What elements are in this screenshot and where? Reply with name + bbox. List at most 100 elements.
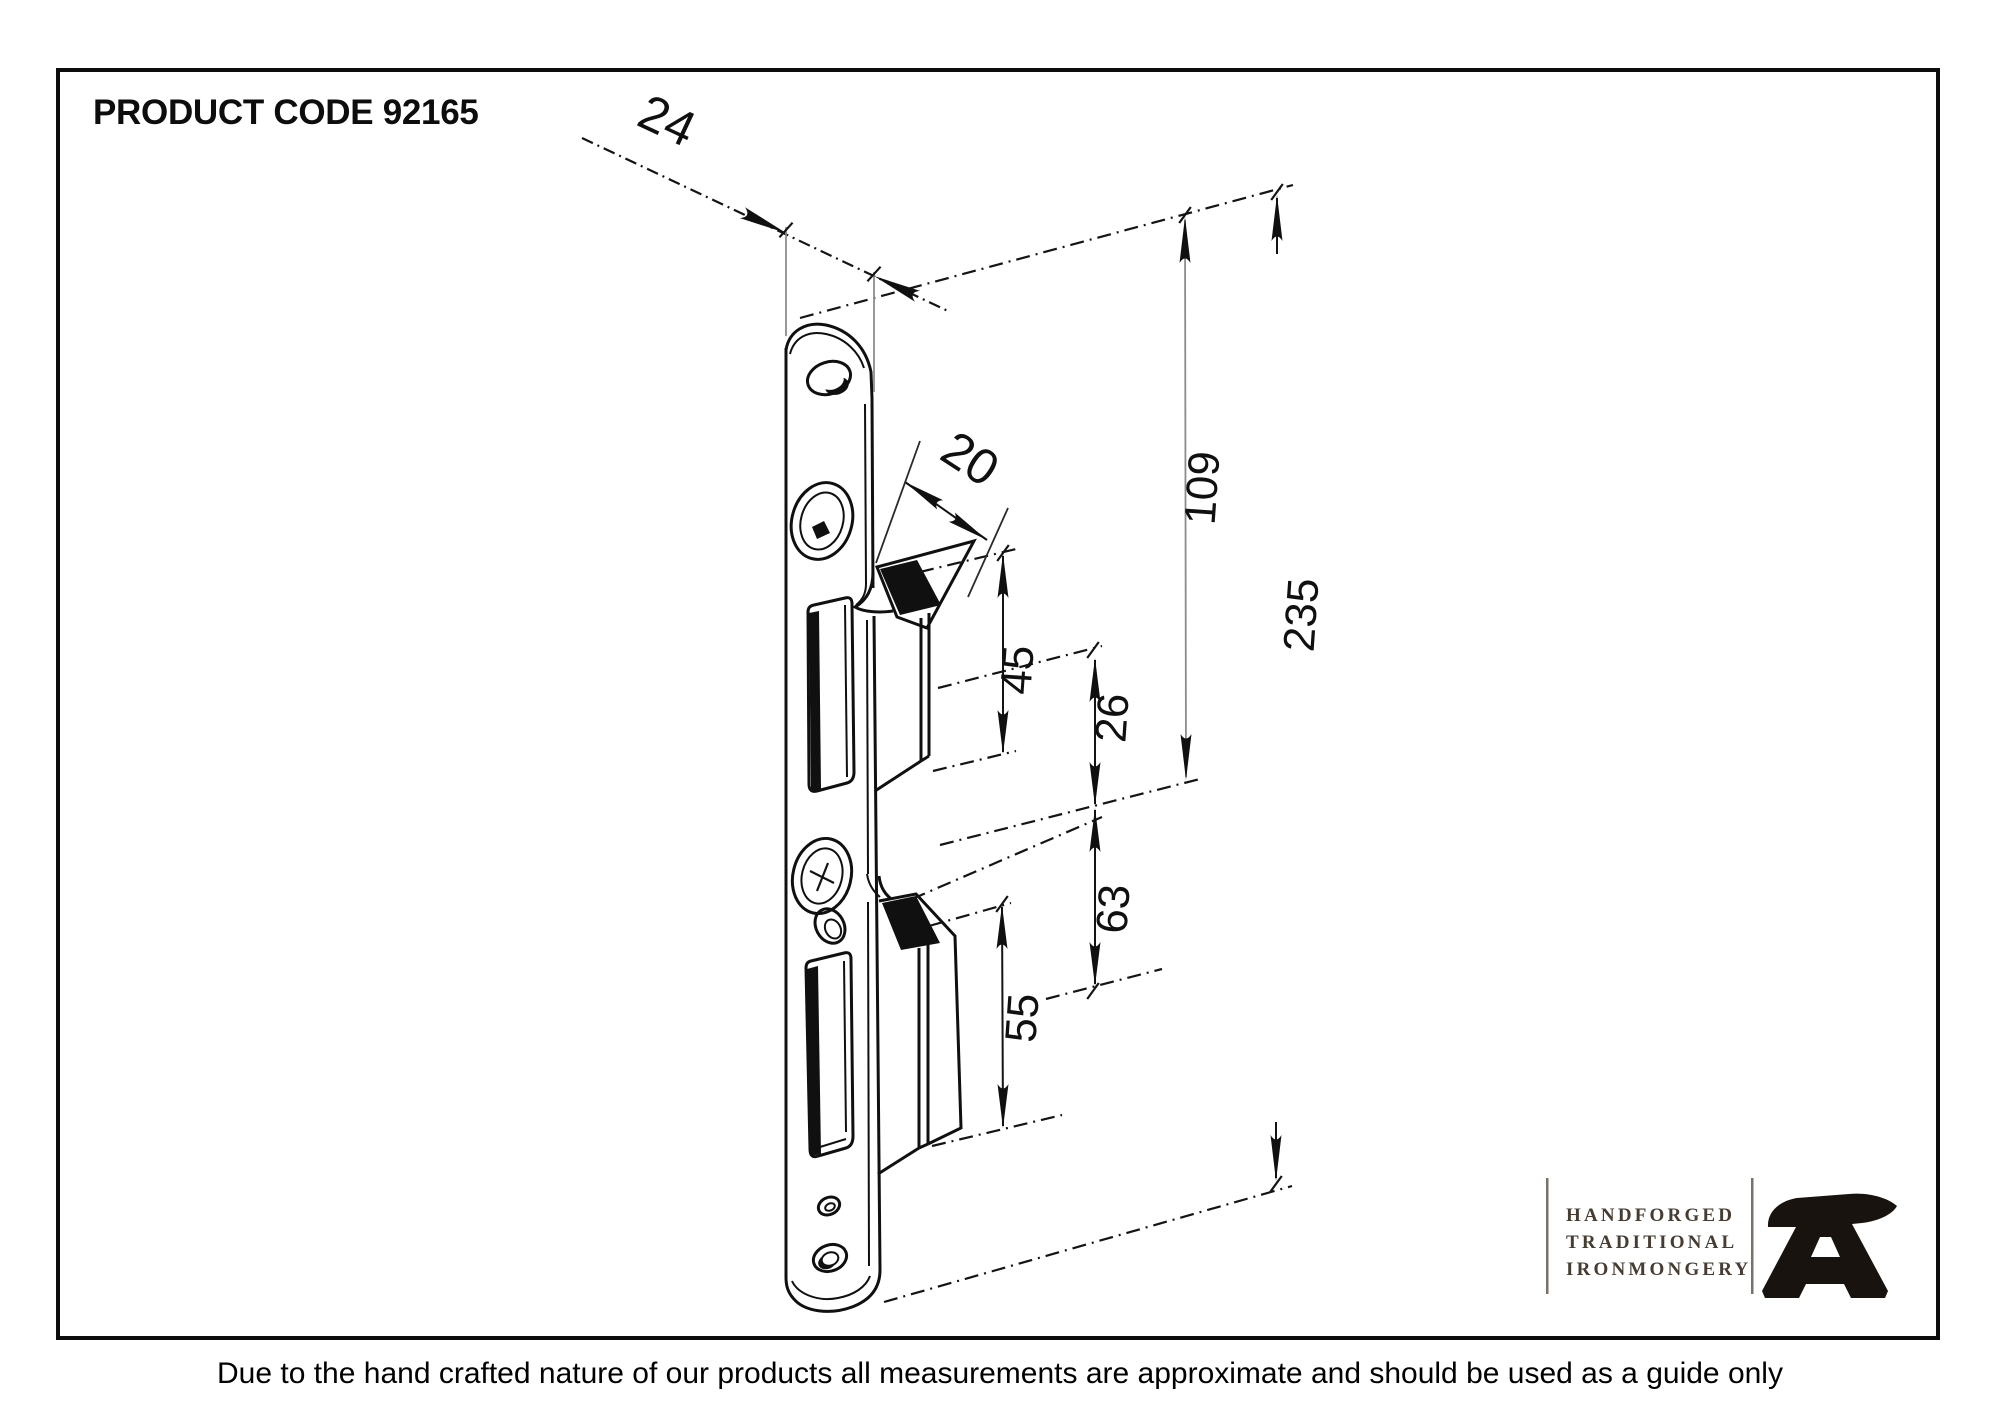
- arrowhead: [997, 554, 1009, 598]
- tick-mark: [995, 895, 1009, 913]
- dim-label-55: 55: [996, 992, 1048, 1044]
- arrowhead: [1179, 217, 1191, 263]
- logo-line2: TRADITIONAL: [1566, 1232, 1737, 1253]
- arrowhead: [1271, 195, 1283, 241]
- tick-mark: [1086, 982, 1100, 1000]
- dimension-top-section-length: 109: [1176, 206, 1230, 780]
- screw-cross: [809, 862, 835, 892]
- keep-shadow: [882, 896, 940, 950]
- arrowhead: [997, 1084, 1009, 1128]
- plate-bottom-arc: [784, 1269, 882, 1313]
- upper-slot: [806, 596, 856, 793]
- arrowhead: [948, 512, 987, 540]
- dimension-top-keep-height: 45: [991, 544, 1044, 754]
- keep-bottom: [920, 754, 930, 763]
- lower-keep: [877, 892, 963, 1176]
- centerline-55-top: [928, 901, 1012, 928]
- plate-top-arc: [784, 322, 874, 399]
- centerline-keep1-top: [919, 547, 1017, 574]
- arrowhead: [905, 482, 944, 510]
- tick-mark: [778, 221, 794, 239]
- hole-outline: [816, 1195, 842, 1217]
- extension-line: [875, 440, 921, 564]
- upper-screw: [789, 481, 855, 561]
- centerline-45-bottom: [932, 749, 1017, 773]
- plate-right-edge: [870, 397, 875, 589]
- tick-mark: [996, 544, 1010, 562]
- arrowhead: [739, 207, 786, 233]
- plate-right-edge: [872, 615, 882, 1271]
- middle-oval-hole: [813, 907, 847, 945]
- dimension-line: [1184, 219, 1187, 778]
- tick-mark: [1178, 206, 1192, 224]
- screw-head-inner: [800, 847, 844, 905]
- keep-shadow: [880, 560, 941, 615]
- centerline-keep2-top: [911, 815, 1103, 901]
- plate-rim: [864, 403, 867, 585]
- disclaimer-text: Due to the hand crafted nature of our pr…: [217, 1357, 1783, 1390]
- screw-slot: [812, 521, 830, 539]
- extension-line: [967, 507, 1009, 598]
- slot-inner-edge: [843, 960, 847, 1133]
- centerline-26-top: [937, 644, 1103, 690]
- keep-outline: [874, 538, 977, 630]
- arrowhead: [1180, 734, 1192, 780]
- screw-head-inner: [799, 491, 845, 551]
- centerline-26-bottom: [939, 777, 1201, 847]
- product-code: PRODUCT CODE 92165: [93, 93, 479, 132]
- slot-left-wall: [807, 966, 821, 1156]
- dim-label-63: 63: [1087, 883, 1139, 935]
- centerline-bottom: [883, 1184, 1293, 1304]
- hole-outline: [813, 907, 847, 945]
- arrowhead: [996, 905, 1008, 949]
- strike-plate: [784, 322, 897, 1313]
- arrowhead: [1089, 808, 1101, 852]
- arrowhead: [1089, 762, 1101, 806]
- anvil-icon: [1762, 1193, 1897, 1298]
- reference-centerlines: [799, 183, 1294, 1304]
- tick-mark: [1270, 183, 1284, 201]
- hole-inner: [823, 918, 843, 940]
- keep1-fillet-inner: [855, 583, 867, 606]
- dimension-keep-spacing: 63: [1086, 808, 1140, 1000]
- arrowhead: [997, 710, 1009, 754]
- hole-outline: [811, 1242, 849, 1274]
- plate-rim: [791, 1275, 871, 1300]
- screw-head: [789, 481, 855, 561]
- brand-logo: HANDFORGED TRADITIONAL IRONMONGERY: [1546, 1178, 1897, 1298]
- dim-label-45: 45: [991, 644, 1043, 696]
- middle-screw: [790, 836, 854, 916]
- centerline-55-bottom: [931, 1113, 1063, 1148]
- arrowhead: [1089, 942, 1101, 986]
- keep-bottom-return: [877, 1146, 920, 1176]
- dimension-centres-gap: 26: [1086, 641, 1139, 806]
- hole-highlight: [820, 372, 844, 390]
- slot-left-wall: [809, 611, 821, 791]
- plate-rim: [867, 901, 870, 1267]
- dim-label-109: 109: [1176, 450, 1230, 527]
- top-screw-hole: [806, 359, 852, 397]
- tick-mark: [866, 265, 882, 283]
- keep-outline: [878, 892, 963, 1146]
- tick-mark: [1086, 641, 1100, 659]
- upper-keep: [874, 538, 977, 793]
- arrowhead: [1089, 658, 1101, 702]
- plate-rim: [789, 332, 865, 369]
- arrowhead: [1270, 1135, 1282, 1181]
- plate-rim: [866, 619, 869, 875]
- hole-inner: [824, 1202, 836, 1212]
- logo-divider-left: [1546, 1178, 1549, 1294]
- keep2-fillet-inner: [866, 873, 881, 898]
- keep1-fillet: [852, 571, 894, 614]
- logo-line1: HANDFORGED: [1566, 1205, 1735, 1226]
- logo-line3: IRONMONGERY: [1566, 1259, 1751, 1280]
- dimension-bottom-keep-height: 55: [995, 895, 1049, 1128]
- dim-label-26: 26: [1086, 692, 1138, 744]
- keep-bottom: [918, 1142, 929, 1150]
- dimension-overall-length: 235: [1269, 183, 1329, 1193]
- dim-label-235: 235: [1275, 577, 1329, 654]
- slot-inner-edge: [844, 604, 848, 778]
- tick-mark: [1269, 1175, 1283, 1193]
- centerline-63-bottom: [1045, 967, 1163, 1001]
